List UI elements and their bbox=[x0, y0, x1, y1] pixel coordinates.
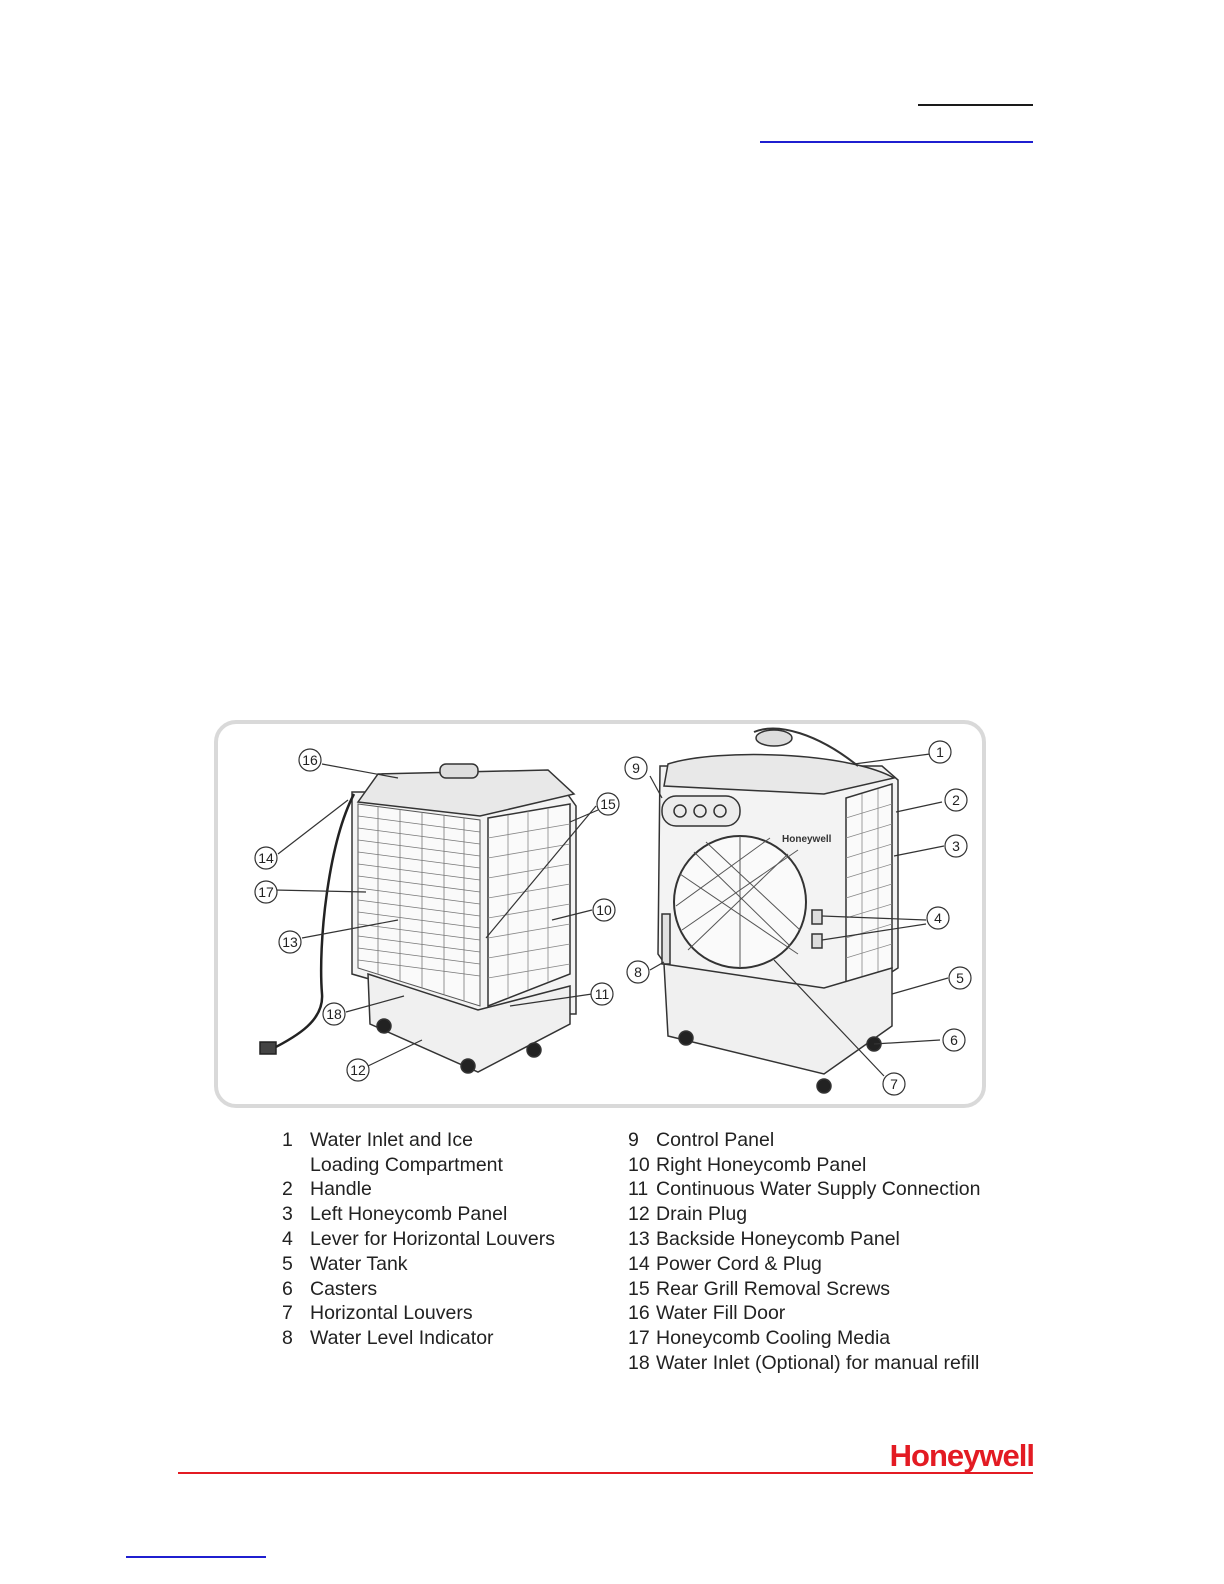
callout-10: 10 bbox=[592, 898, 616, 922]
callout-18: 18 bbox=[322, 1002, 346, 1026]
callout-7: 7 bbox=[882, 1072, 906, 1096]
product-diagram-frame: Honeywell bbox=[214, 720, 986, 1108]
svg-text:17: 17 bbox=[258, 884, 274, 900]
callout-8: 8 bbox=[626, 960, 650, 984]
svg-text:11: 11 bbox=[595, 986, 610, 1002]
callout-2: 2 bbox=[944, 788, 968, 812]
callout-11: 11 bbox=[590, 982, 614, 1006]
callout-4: 4 bbox=[926, 906, 950, 930]
svg-text:10: 10 bbox=[596, 902, 612, 918]
svg-text:7: 7 bbox=[890, 1076, 898, 1092]
svg-text:14: 14 bbox=[258, 850, 274, 866]
footer-link-underline[interactable] bbox=[126, 1556, 266, 1558]
callout-12: 12 bbox=[346, 1058, 370, 1082]
svg-text:3: 3 bbox=[952, 838, 960, 854]
callout-3: 3 bbox=[944, 834, 968, 858]
footer-divider bbox=[178, 1472, 1033, 1474]
svg-text:15: 15 bbox=[600, 796, 616, 812]
legend-item-continuation: Loading Compartment bbox=[310, 1153, 503, 1176]
svg-text:8: 8 bbox=[634, 964, 642, 980]
callout-6: 6 bbox=[942, 1028, 966, 1052]
air-cooler-diagram: Honeywell bbox=[254, 727, 972, 1096]
header-link-underline-1[interactable] bbox=[918, 104, 1033, 106]
svg-text:6: 6 bbox=[950, 1032, 958, 1048]
svg-text:16: 16 bbox=[302, 752, 318, 768]
brand-logo: Honeywell bbox=[889, 1438, 1035, 1473]
svg-text:2: 2 bbox=[952, 792, 960, 808]
unit-brand-label: Honeywell bbox=[782, 834, 832, 845]
callout-9: 9 bbox=[624, 756, 648, 780]
callout-17: 17 bbox=[254, 880, 278, 904]
callout-16: 16 bbox=[298, 748, 322, 772]
callout-13: 13 bbox=[278, 930, 302, 954]
svg-text:18: 18 bbox=[326, 1006, 342, 1022]
callout-1: 1 bbox=[928, 740, 952, 764]
svg-text:1: 1 bbox=[936, 744, 944, 760]
callout-5: 5 bbox=[948, 966, 972, 990]
callout-14: 14 bbox=[254, 846, 278, 870]
svg-text:4: 4 bbox=[934, 910, 942, 926]
svg-text:13: 13 bbox=[282, 934, 298, 950]
header-link-underline-2[interactable] bbox=[760, 141, 1033, 143]
svg-text:9: 9 bbox=[632, 760, 640, 776]
svg-text:5: 5 bbox=[956, 970, 964, 986]
callout-15: 15 bbox=[596, 792, 620, 816]
svg-text:12: 12 bbox=[350, 1062, 366, 1078]
